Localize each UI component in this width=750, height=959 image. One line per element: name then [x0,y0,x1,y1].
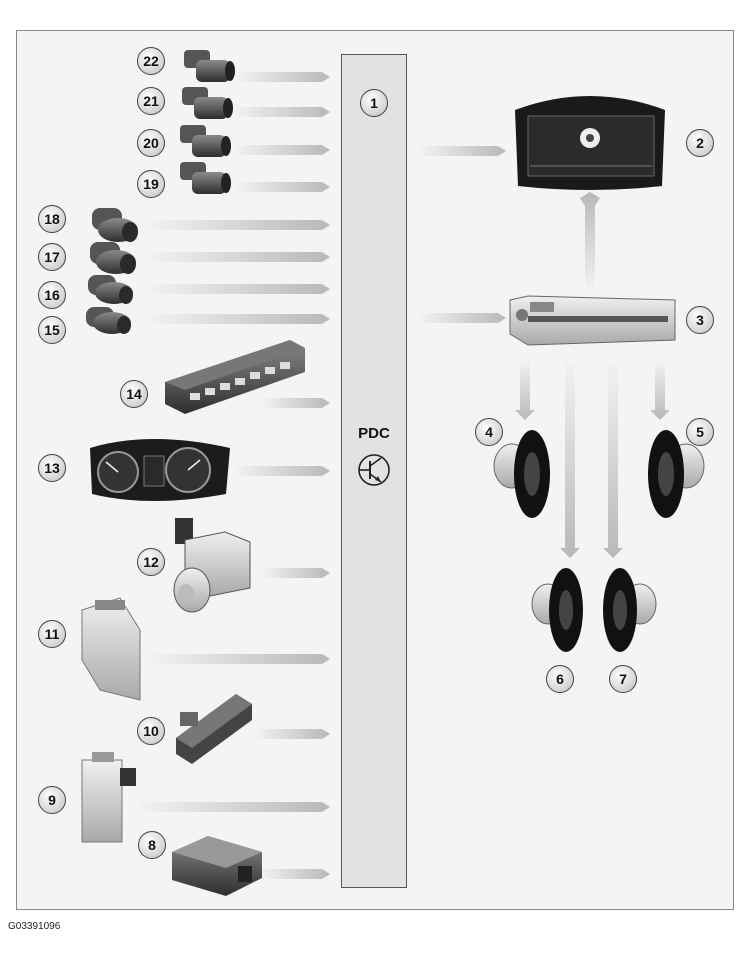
arrow-3-to-2 [580,192,600,290]
figure-id: G03391096 [8,921,61,932]
arrow-to-3 [420,313,506,323]
speaker-7-art [603,568,657,652]
callout-7: 7 [609,665,637,693]
sensor-15-art [86,307,131,334]
arrow-3-to-5 [650,362,670,420]
sensor-16-art [88,275,133,304]
sensor-22-art [184,50,235,82]
control-unit-14-art [165,340,305,414]
central-display-2-art [515,96,665,190]
arrow-15 [150,314,330,324]
callout-14: 14 [120,380,148,408]
callout-1: 1 [360,89,388,117]
sensor-19-art [180,162,231,194]
arrow-12 [262,568,330,578]
callout-17: 17 [38,243,66,271]
arrow-20 [236,145,330,155]
instrument-cluster-13-art [90,439,230,501]
callout-4: 4 [475,418,503,446]
arrow-22 [236,72,330,82]
arrow-to-2 [420,146,506,156]
transistor-icon [358,454,390,486]
arrow-19 [236,182,330,192]
dsc-unit-12-art [173,518,251,613]
callout-19: 19 [137,170,165,198]
callout-9: 9 [38,786,66,814]
callout-20: 20 [137,129,165,157]
arrow-3-to-7 [603,362,623,558]
callout-2: 2 [686,129,714,157]
sensor-20-art [180,125,231,157]
control-unit-9-art [81,752,136,843]
arrow-10 [256,729,330,739]
arrow-18 [150,220,330,230]
pdc-control-module [341,54,407,888]
speaker-6-art [531,568,583,652]
callout-16: 16 [38,281,66,309]
callout-15: 15 [38,316,66,344]
arrow-13 [236,466,330,476]
callout-21: 21 [137,87,165,115]
arrow-14 [262,398,330,408]
pdc-label: PDC [358,425,390,442]
control-unit-11-art [81,597,141,701]
callout-10: 10 [137,717,165,745]
speaker-4-art [493,430,550,518]
arrow-16 [150,284,330,294]
callout-3: 3 [686,306,714,334]
output-arrows [420,146,670,558]
input-arrows [140,72,330,879]
arrow-11 [150,654,330,664]
callout-11: 11 [38,620,66,648]
callout-5: 5 [686,418,714,446]
control-unit-10-art [176,694,252,764]
arrow-3-to-6 [560,362,580,558]
control-unit-8-art [172,836,262,896]
arrow-8 [262,869,330,879]
callout-12: 12 [137,548,165,576]
arrow-9 [140,802,330,812]
arrow-3-to-4 [515,362,535,420]
sensor-17-art [90,242,136,274]
sensor-18-art [92,208,138,242]
sensor-21-art [182,87,233,119]
arrow-17 [150,252,330,262]
arrow-21 [236,107,330,117]
callout-22: 22 [137,47,165,75]
callout-8: 8 [138,831,166,859]
callout-18: 18 [38,205,66,233]
callout-6: 6 [546,665,574,693]
speaker-5-art [648,430,705,518]
head-unit-3-art [509,295,676,346]
callout-13: 13 [38,454,66,482]
